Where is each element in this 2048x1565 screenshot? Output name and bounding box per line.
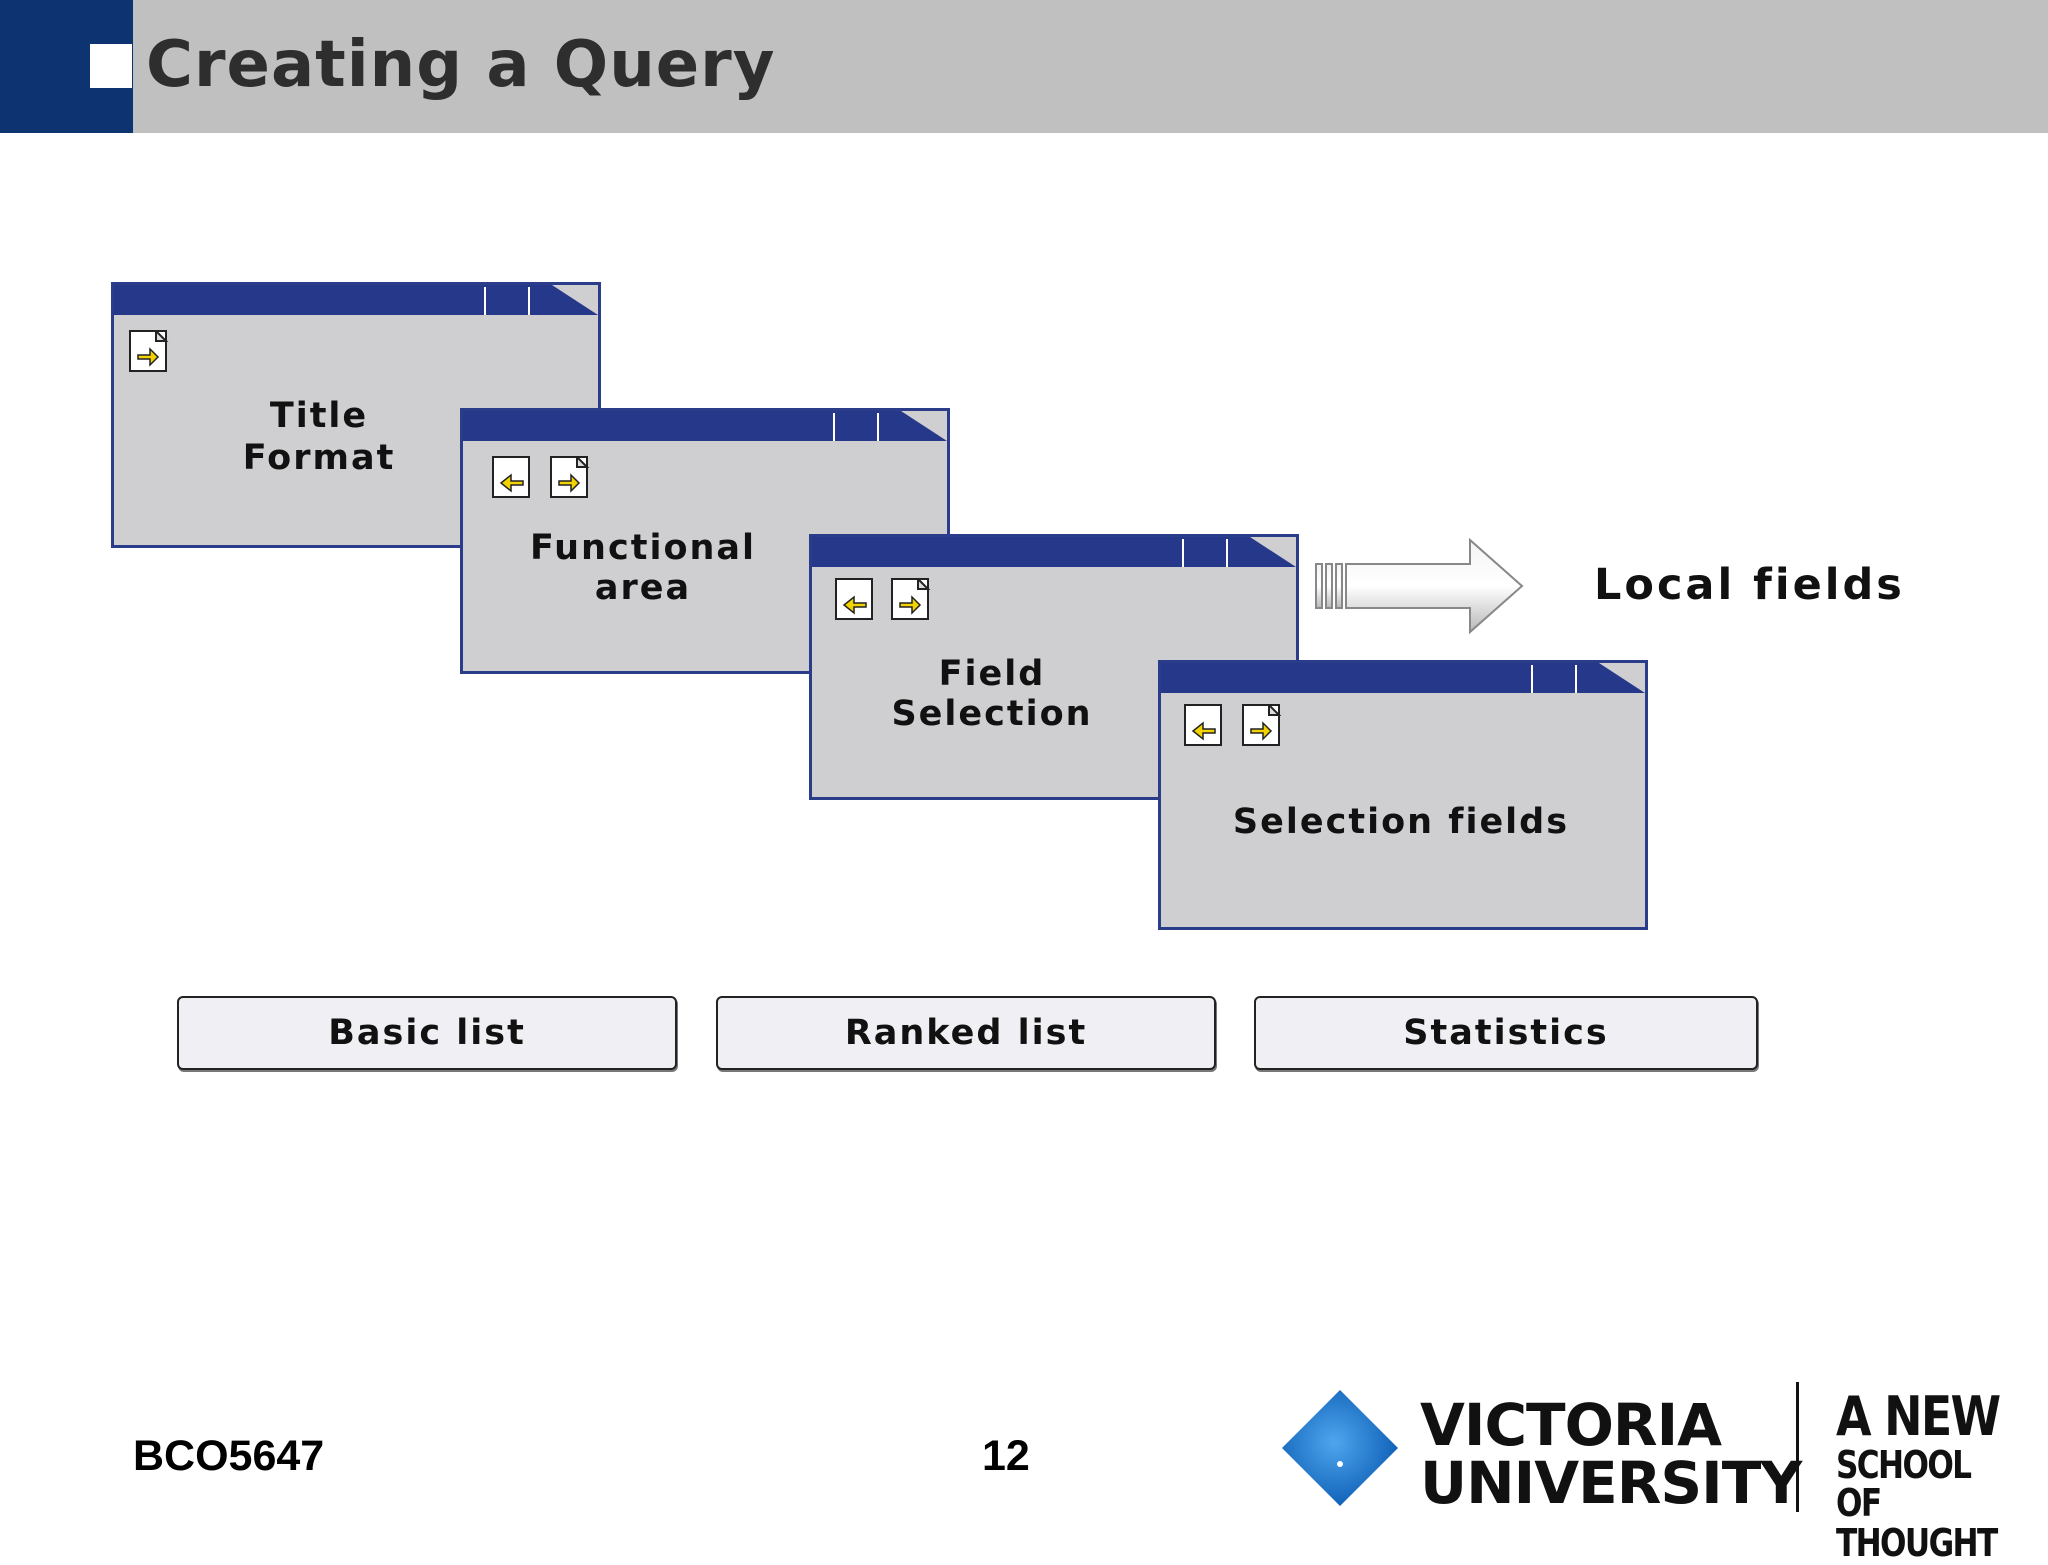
window-titlebar	[114, 285, 598, 315]
slogan-line2: SCHOOL OF	[1836, 1443, 1972, 1525]
window-label-line1: Functional	[529, 528, 757, 568]
statistics-button[interactable]: Statistics	[1254, 996, 1758, 1070]
window-label-line2: Selection	[891, 694, 1093, 734]
document-execute-icon[interactable]	[128, 329, 170, 373]
window-selection-fields: Selection fields	[1158, 660, 1648, 930]
document-back-icon[interactable]	[491, 455, 533, 499]
slogan-line3: THOUGHT	[1836, 1521, 1998, 1565]
window-label-line2: Format	[242, 438, 396, 478]
document-back-icon[interactable]	[1183, 703, 1225, 747]
header-bar	[0, 0, 2048, 133]
slide-title: Creating a Query	[146, 28, 776, 102]
university-name-line2: UNIVERSITY	[1420, 1449, 1802, 1517]
ranked-list-button[interactable]: Ranked list	[716, 996, 1216, 1070]
document-back-icon[interactable]	[834, 577, 876, 621]
right-arrow-icon	[1315, 537, 1524, 635]
local-fields-label: Local fields	[1594, 560, 1905, 610]
university-name: VICTORIA UNIVERSITY	[1420, 1391, 1802, 1517]
course-code: BCO5647	[133, 1432, 325, 1480]
window-label-line1: Field	[938, 654, 1046, 694]
university-name-line1: VICTORIA	[1420, 1391, 1722, 1459]
logo-divider	[1796, 1382, 1799, 1512]
document-execute-icon[interactable]	[549, 455, 591, 499]
window-titlebar	[812, 537, 1296, 567]
page-number: 12	[982, 1432, 1030, 1480]
basic-list-button[interactable]: Basic list	[177, 996, 677, 1070]
header-square-icon	[90, 44, 132, 88]
slogan-line1: A NEW	[1836, 1385, 2001, 1448]
window-label-line1: Title	[269, 396, 369, 436]
window-titlebar	[463, 411, 947, 441]
slogan: A NEW SCHOOL OF THOUGHT	[1836, 1385, 2048, 1565]
victoria-university-logo	[1282, 1390, 1398, 1506]
document-execute-icon[interactable]	[1241, 703, 1283, 747]
window-label-line2: area	[594, 568, 692, 608]
document-execute-icon[interactable]	[890, 577, 932, 621]
window-label-line1: Selection fields	[1232, 802, 1570, 842]
window-titlebar	[1161, 663, 1645, 693]
